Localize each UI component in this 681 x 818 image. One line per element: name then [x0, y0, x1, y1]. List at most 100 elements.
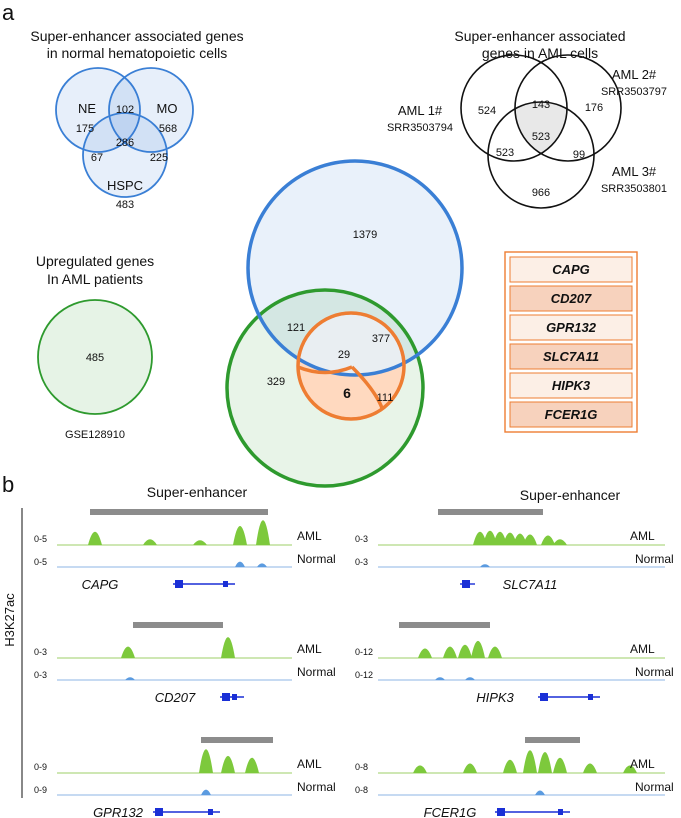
normal-signal	[57, 789, 292, 795]
gene-list-cell-1	[509, 256, 633, 283]
normal-track-label: Normal	[635, 552, 674, 566]
up-genes-title-1: Upregulated genes	[36, 253, 154, 269]
normal-range: 0-9	[34, 785, 47, 795]
venn-aml-1-name: AML 1#	[398, 103, 443, 118]
super-enhancer-bar	[438, 509, 543, 515]
venn-aml-title-2: genes in AML cells	[482, 45, 598, 61]
gene-list-item: SLC7A11	[543, 349, 599, 364]
venn-normal-hspc-label: HSPC	[107, 178, 143, 193]
track-gene-name: GPR132	[93, 805, 144, 818]
venn-normal-ne-circle	[55, 67, 141, 153]
venn-aml-2-name: AML 2#	[612, 67, 657, 82]
venn-aml: Super-enhancer associated genes in AML c…	[387, 28, 667, 209]
normal-track-label: Normal	[297, 780, 336, 794]
gene-model-exon	[222, 693, 230, 701]
aml-signal	[378, 750, 665, 773]
venn-big-green-gray: 6	[343, 385, 351, 401]
normal-track-label: Normal	[635, 665, 674, 679]
venn-normal-title-1: Super-enhancer associated genes	[30, 28, 243, 44]
aml-track-label: AML	[630, 642, 655, 656]
track-gene-name: CAPG	[82, 577, 119, 592]
venn-aml-all: 523	[532, 131, 550, 143]
venn-big-blue-gray: 377	[372, 333, 390, 345]
super-enhancer-label-left: Super-enhancer	[147, 484, 248, 500]
gene-list-item: HIPK3	[552, 378, 591, 393]
panel-label-b: b	[2, 472, 14, 497]
normal-range: 0-8	[355, 785, 368, 795]
gene-list-box: CAPG CD207 GPR132 SLC7A11 HIPK3 FCER1G	[504, 251, 638, 433]
track-gene-name: SLC7A11	[503, 577, 558, 592]
gene-model-exon	[588, 694, 593, 700]
venn-aml-title-1: Super-enhancer associated	[454, 28, 625, 44]
venn-normal-mo-label: MO	[157, 101, 178, 116]
normal-range: 0-12	[355, 670, 373, 680]
up-genes-circle	[37, 299, 153, 415]
up-genes-title-2: In AML patients	[47, 271, 143, 287]
up-genes-panel: Upregulated genes In AML patients 485 GS…	[36, 253, 154, 441]
gene-list-cell-6	[509, 401, 633, 428]
gene-model-exon	[175, 580, 183, 588]
venn-big-highlight-top-edge	[297, 365, 353, 375]
aml-signal	[57, 520, 292, 545]
gene-model-exon	[558, 809, 563, 815]
gene-list-item: GPR132	[546, 320, 597, 335]
gene-model-exon	[463, 581, 468, 587]
gene-list-cell-2	[509, 285, 633, 312]
aml-range: 0-3	[355, 534, 368, 544]
up-genes-dataset: GSE128910	[65, 429, 125, 441]
venn-normal-ne-label: NE	[78, 101, 96, 116]
track-grid: 0-50-5AMLNormalCAPG0-30-3AMLNormalSLC7A1…	[34, 509, 674, 818]
track-gene-name: HIPK3	[476, 690, 514, 705]
normal-range: 0-3	[34, 670, 47, 680]
normal-signal	[57, 561, 292, 567]
track-gene-name: CD207	[155, 690, 196, 705]
venn-aml-2-3: 99	[573, 149, 585, 161]
venn-normal-ne-mo: 102	[116, 104, 134, 116]
gene-list-cell-4	[509, 343, 633, 370]
venn-aml-3-name: AML 3#	[612, 164, 657, 179]
normal-track-label: Normal	[297, 665, 336, 679]
venn-aml-2-srr: SRR3503797	[601, 86, 667, 98]
venn-normal-hspc-only: 483	[116, 199, 134, 211]
aml-range: 0-9	[34, 762, 47, 772]
super-enhancer-bar	[399, 622, 490, 628]
venn-normal-mo-only: 568	[159, 123, 177, 135]
super-enhancer-label-right: Super-enhancer	[520, 487, 621, 503]
aml-range: 0-3	[34, 647, 47, 657]
venn-normal-title-2: in normal hematopoietic cells	[47, 45, 228, 61]
gene-list-item: CAPG	[552, 262, 590, 277]
venn-normal-ne-hspc: 67	[91, 152, 103, 164]
venn-big-highlight-right-edge	[350, 365, 384, 409]
normal-signal	[378, 790, 665, 795]
aml-track-label: AML	[297, 757, 322, 771]
venn-normal-mo-circle	[108, 67, 194, 153]
gene-model-exon	[540, 693, 548, 701]
venn-aml-3-srr: SRR3503801	[601, 183, 667, 195]
aml-track-label: AML	[630, 529, 655, 543]
venn-aml-1-3: 523	[496, 147, 514, 159]
gene-list-cell-5	[509, 372, 633, 399]
venn-big-highlight-outline	[296, 311, 406, 421]
venn-big-gray-only: 111	[377, 392, 394, 404]
panel-label-a: a	[2, 0, 15, 25]
venn-big-blue-only: 1379	[353, 229, 377, 241]
normal-track-label: Normal	[635, 780, 674, 794]
aml-range: 0-8	[355, 762, 368, 772]
venn-aml-1-2: 143	[532, 99, 550, 111]
gene-list-item: CD207	[551, 291, 592, 306]
super-enhancer-bar	[201, 737, 273, 743]
venn-big-all: 29	[338, 349, 350, 361]
venn-aml-3-only: 966	[532, 187, 550, 199]
gene-model-exon	[223, 581, 228, 587]
gene-list-item: FCER1G	[545, 407, 598, 422]
venn-aml-3-circle	[487, 101, 595, 209]
venn-big-blue-green: 121	[287, 322, 305, 334]
venn-normal-hspc-circle	[82, 112, 168, 198]
aml-track-label: AML	[297, 642, 322, 656]
gene-model-exon	[208, 809, 213, 815]
super-enhancer-bar	[90, 509, 268, 515]
venn-big-green-only: 329	[267, 376, 285, 388]
aml-range: 0-5	[34, 534, 47, 544]
aml-track-label: AML	[297, 529, 322, 543]
